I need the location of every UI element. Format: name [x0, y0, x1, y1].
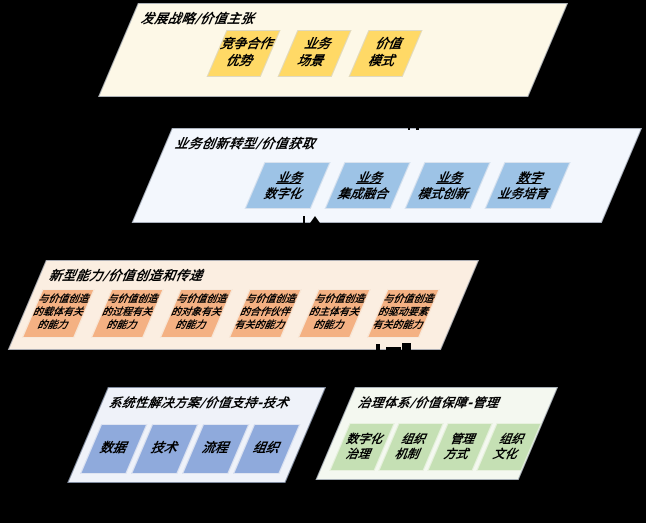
box-business-digitalization: 业务 数字化 — [244, 162, 331, 209]
box-line: 数字化 — [262, 185, 307, 201]
box-line: 与价值创造 — [312, 294, 368, 306]
box-line: 流程 — [199, 440, 233, 456]
box-line: 的过程有关 — [100, 307, 156, 319]
box-line: 的能力 — [173, 319, 209, 331]
box-line: 场景 — [295, 53, 328, 69]
box-business-scenario: 业务 场景 — [277, 30, 352, 77]
box-line: 业务 — [355, 169, 387, 185]
panel-business-transformation-box-row: 业务 数字化 业务 集成融合 业务 模式创新 数字 业务培育 — [244, 162, 571, 209]
box-line: 业务培育 — [496, 185, 553, 201]
panel-strategy-box-row: 竞争合作 优势 业务 场景 价值 模式 — [206, 30, 423, 77]
box-line: 与价值创造 — [381, 294, 437, 306]
box-line: 数据 — [97, 440, 131, 456]
box-line: 价值 — [373, 36, 406, 52]
panel-systematic-solutions: 系统性解决方案/价值支持-技术 数据 技术 流程 组织 — [67, 387, 326, 483]
box-line: 的载体有关 — [31, 307, 87, 319]
panel-governance-title: 治理体系/价值保障-管理 — [356, 395, 504, 410]
connector-tick-artifact — [416, 127, 419, 130]
box-line: 与价值创造 — [174, 294, 230, 306]
panel-governance: 治理体系/价值保障-管理 数字化 治理 组织 机制 管理 方式 组织 文化 — [315, 387, 558, 480]
box-line: 治理 — [344, 447, 375, 461]
panel-business-transformation-title: 业务创新转型/价值获取 — [172, 137, 320, 152]
box-line: 竞争合作 — [218, 36, 277, 52]
box-line: 的能力 — [104, 319, 140, 331]
panel-systematic-solutions-title: 系统性解决方案/价值支持-技术 — [107, 395, 294, 410]
box-line: 的主体有关 — [307, 307, 363, 319]
panel-business-transformation: 业务创新转型/价值获取 业务 数字化 业务 集成融合 业务 模式创新 数字 业务… — [131, 128, 642, 223]
box-model-innovation: 业务 模式创新 — [404, 162, 491, 209]
box-line: 的能力 — [35, 319, 71, 331]
box-value-model: 价值 模式 — [348, 30, 423, 77]
box-capability-carrier: 与价值创造 的载体有关 的能力 — [21, 289, 95, 338]
glyph-fragment-artifact — [402, 343, 411, 350]
box-line: 组织 — [250, 440, 284, 456]
box-line: 数字化 — [344, 431, 387, 446]
panel-strategy: 发展战略/价值主张 竞争合作 优势 业务 场景 价值 模式 — [98, 3, 568, 97]
box-line: 数字 — [515, 169, 547, 185]
box-line: 模式 — [366, 53, 399, 69]
box-line: 的合作伙伴 — [238, 307, 294, 319]
box-competitive-advantage: 竞争合作 优势 — [206, 30, 281, 77]
connector-line-artifact — [303, 216, 305, 223]
glyph-fragment-artifact — [386, 347, 401, 350]
glyph-fragment-artifact — [376, 344, 380, 351]
box-integration-fusion: 业务 集成融合 — [324, 162, 411, 209]
box-line: 业务 — [302, 36, 335, 52]
box-line: 管理 — [448, 431, 479, 446]
box-line: 业务 — [435, 169, 467, 185]
box-line: 模式创新 — [416, 185, 473, 201]
box-line: 的能力 — [311, 319, 347, 331]
box-line: 组织 — [497, 431, 528, 446]
box-line: 有关的能力 — [370, 319, 426, 331]
box-line: 的驱动要素 — [376, 307, 432, 319]
arrowhead-up-artifact — [310, 216, 320, 223]
box-capability-process: 与价值创造 的过程有关 的能力 — [90, 289, 164, 338]
panel-strategy-title: 发展战略/价值主张 — [138, 12, 259, 27]
box-line: 优势 — [224, 53, 257, 69]
box-line: 集成融合 — [336, 185, 393, 201]
box-digital-business-cultivation: 数字 业务培育 — [484, 162, 571, 209]
box-line: 技术 — [148, 440, 182, 456]
panel-new-capabilities: 新型能力/价值创造和传递 与价值创造 的载体有关 的能力 与价值创造 的过程有关… — [7, 260, 479, 350]
box-line: 机制 — [393, 447, 424, 461]
box-line: 与价值创造 — [36, 294, 92, 306]
box-line: 的对象有关 — [169, 307, 225, 319]
box-capability-object: 与价值创造 的对象有关 的能力 — [159, 289, 233, 338]
box-line: 业务 — [275, 169, 307, 185]
box-capability-driving-factors: 与价值创造 的驱动要素 有关的能力 — [366, 289, 440, 338]
box-line: 与价值创造 — [243, 294, 299, 306]
connector-tick-artifact — [408, 126, 410, 130]
box-line: 有关的能力 — [232, 319, 288, 331]
panel-systematic-solutions-box-row: 数据 技术 流程 组织 — [80, 424, 301, 474]
box-line: 文化 — [491, 447, 522, 461]
box-line: 方式 — [442, 447, 473, 461]
box-capability-partners: 与价值创造 的合作伙伴 有关的能力 — [228, 289, 302, 338]
box-line: 与价值创造 — [105, 294, 161, 306]
box-line: 组织 — [399, 431, 430, 446]
panel-governance-box-row: 数字化 治理 组织 机制 管理 方式 组织 文化 — [329, 423, 542, 471]
box-capability-subject: 与价值创造 的主体有关 的能力 — [297, 289, 371, 338]
panel-new-capabilities-box-row: 与价值创造 的载体有关 的能力 与价值创造 的过程有关 的能力 与价值创造 的对… — [21, 289, 440, 338]
panel-new-capabilities-title: 新型能力/价值创造和传递 — [46, 269, 207, 284]
